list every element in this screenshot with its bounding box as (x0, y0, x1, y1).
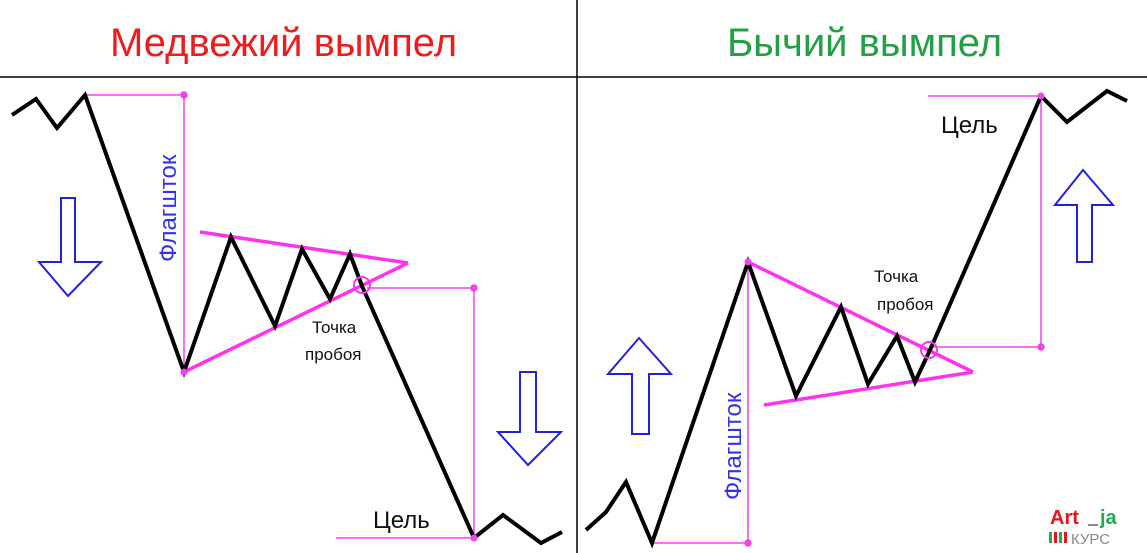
bearish-target-measure (336, 284, 478, 539)
bullish-target-measure (928, 95, 1045, 351)
bullish-flagpole-measure (652, 262, 752, 547)
bullish-title: Бычий вымпел (727, 21, 1002, 65)
bearish-anchor-dot (180, 368, 188, 376)
down-arrow-icon (495, 371, 564, 467)
bearish-panel: Медвежий вымпел Флагшток Точка пробоя Це… (10, 21, 564, 546)
bullish-panel: Бычий вымпел Флагшток Точка пробоя Цель (584, 21, 1128, 549)
logo-kurs: КУРС (1071, 531, 1110, 548)
up-arrow-icon (605, 336, 674, 435)
bearish-breakout-label-2: пробоя (305, 345, 362, 364)
bullish-breakout-label-1: Точка (874, 267, 919, 286)
bullish-price-line (584, 88, 1128, 549)
bullish-breakout-label-2: пробоя (877, 295, 934, 314)
bearish-price-line (10, 91, 563, 546)
bullish-flagpole-label: Флагшток (720, 392, 747, 500)
logo-art: Art (1050, 507, 1079, 529)
bearish-breakout-label-1: Точка (312, 318, 357, 337)
bullish-target-label: Цель (941, 112, 998, 139)
bearish-breakout-circle (353, 276, 371, 294)
bearish-flagpole-label: Флагшток (155, 154, 182, 262)
bullish-anchor-dot (744, 258, 752, 266)
bearish-title: Медвежий вымпел (110, 21, 457, 65)
bullish-target-dot (1037, 92, 1045, 100)
logo-ja: ja (1099, 507, 1118, 529)
bearish-pennant (183, 230, 409, 374)
down-arrow-icon (36, 197, 104, 298)
logo-bars-icon (1049, 532, 1067, 543)
art-ja-logo: Art ja КУРС (1049, 507, 1118, 548)
bearish-flagpole-measure (85, 91, 188, 372)
bullish-breakout-circle (920, 341, 938, 359)
bearish-target-dot (470, 534, 478, 542)
up-arrow-icon (1052, 168, 1116, 263)
bearish-target-label: Цель (373, 507, 430, 534)
